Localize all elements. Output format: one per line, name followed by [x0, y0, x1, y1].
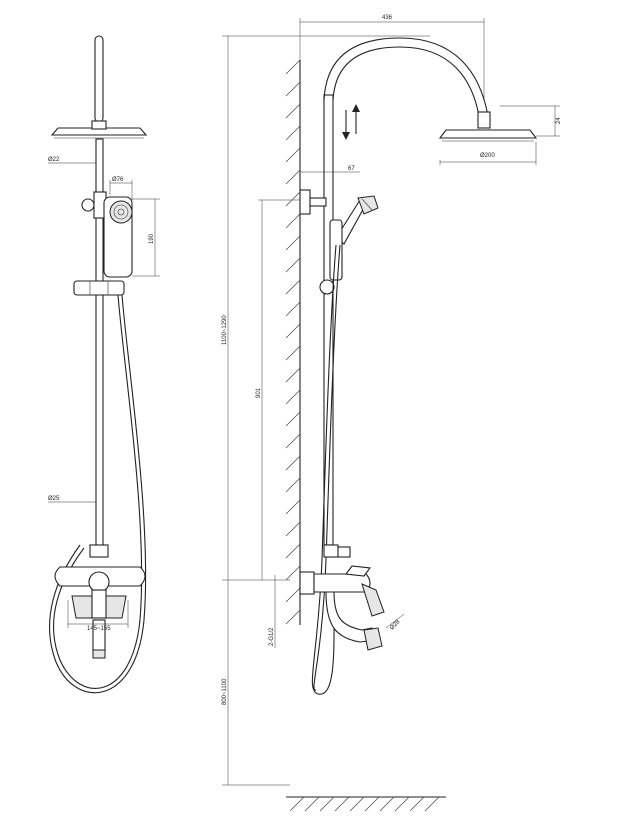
side-hose — [311, 244, 337, 695]
front-hose — [53, 294, 143, 689]
side-slider-knob — [319, 279, 335, 295]
dim-spout-label: Ø28 — [389, 619, 402, 632]
side-view: 436 1100~1290 800~1100 901 2-G1/2 — [222, 15, 562, 812]
front-slider — [73, 280, 125, 296]
dim-height-total-label: 1100~1290 — [222, 315, 228, 345]
dim-thread-label: 2-G1/2 — [269, 627, 275, 646]
side-wall-bracket — [309, 197, 327, 207]
floor-hatching — [289, 796, 440, 812]
side-mixer-body — [313, 573, 371, 593]
dim-pipe-top-label: Ø22 — [48, 157, 60, 163]
slide-direction-arrows-icon — [342, 104, 360, 140]
side-shower-head — [438, 129, 538, 139]
front-shower-head — [50, 127, 148, 136]
dim-pipe-lower-label: Ø25 — [48, 496, 60, 502]
dim-handshower-length-label: 190 — [149, 233, 155, 244]
dim-head-diameter-label: Ø200 — [480, 153, 495, 159]
dim-handshower-label: Ø76 — [112, 177, 124, 183]
front-top-pipe — [94, 35, 104, 123]
dim-head-height-label: 24 — [556, 117, 562, 124]
dim-mixer-width-label: 145~155 — [87, 626, 111, 632]
dim-wall-offset-label: 67 — [348, 166, 355, 172]
wall-hatching — [285, 59, 301, 625]
side-arch-pipe — [323, 37, 489, 117]
front-view: Ø22 Ø76 190 Ø25 — [48, 35, 160, 694]
dim-height-mid-label: 901 — [256, 387, 262, 398]
dim-width-top-label: 436 — [382, 15, 393, 21]
dim-height-floor-label: 800~1100 — [222, 678, 228, 705]
